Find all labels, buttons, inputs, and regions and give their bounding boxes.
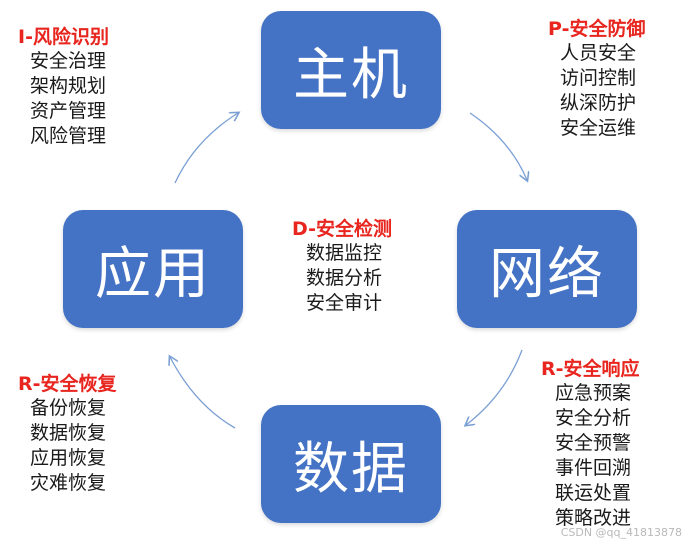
identify-item: 架构规划 — [30, 75, 107, 97]
recover-block: R-安全恢复 备份恢复 数据恢复 应用恢复 灾难恢复 — [18, 372, 117, 496]
node-application: 应用 — [63, 210, 243, 328]
node-data-label: 数据 — [293, 436, 409, 502]
node-host-label: 主机 — [293, 42, 409, 108]
respond-item: 策略改进 — [555, 507, 632, 529]
identify-item: 风险管理 — [30, 125, 107, 147]
respond-item: 应急预案 — [555, 382, 632, 404]
protect-item: 人员安全 — [560, 42, 637, 64]
node-network: 网络 — [457, 210, 637, 328]
protect-item: 访问控制 — [560, 67, 637, 89]
identify-title: I-风险识别 — [18, 26, 109, 48]
protect-title: P-安全防御 — [548, 18, 646, 40]
watermark: CSDN @qq_41813878 — [560, 526, 682, 539]
respond-item: 安全分析 — [555, 407, 632, 429]
recover-item: 灾难恢复 — [30, 472, 107, 494]
recover-item: 备份恢复 — [30, 397, 107, 419]
detect-block: D-安全检测 数据监控 数据分析 安全审计 — [292, 217, 392, 316]
recover-item: 数据恢复 — [30, 422, 107, 444]
protect-item: 纵深防护 — [560, 92, 637, 114]
detect-item: 数据监控 — [306, 242, 383, 264]
respond-item: 事件回溯 — [555, 457, 632, 479]
recover-title: R-安全恢复 — [18, 373, 117, 395]
node-host: 主机 — [261, 11, 441, 129]
node-application-label: 应用 — [95, 241, 211, 307]
protect-item: 安全运维 — [560, 117, 637, 139]
detect-item: 安全审计 — [306, 292, 383, 314]
respond-title: R-安全响应 — [541, 358, 640, 380]
respond-block: R-安全响应 应急预案 安全分析 安全预警 事件回溯 联运处置 策略改进 — [541, 357, 640, 531]
identify-item: 资产管理 — [30, 100, 107, 122]
identify-block: I-风险识别 安全治理 架构规划 资产管理 风险管理 — [18, 25, 109, 149]
detect-title: D-安全检测 — [292, 218, 393, 240]
respond-item: 联运处置 — [555, 482, 632, 504]
respond-item: 安全预警 — [555, 432, 632, 454]
identify-item: 安全治理 — [30, 50, 107, 72]
detect-item: 数据分析 — [306, 267, 383, 289]
recover-item: 应用恢复 — [30, 447, 107, 469]
protect-block: P-安全防御 人员安全 访问控制 纵深防护 安全运维 — [548, 17, 645, 141]
arrow-application-to-host — [174, 113, 238, 184]
arrow-data-to-application — [170, 357, 236, 429]
arrow-network-to-data — [466, 349, 523, 425]
node-data: 数据 — [261, 405, 441, 523]
node-network-label: 网络 — [489, 241, 605, 307]
arrow-host-to-network — [469, 112, 527, 180]
